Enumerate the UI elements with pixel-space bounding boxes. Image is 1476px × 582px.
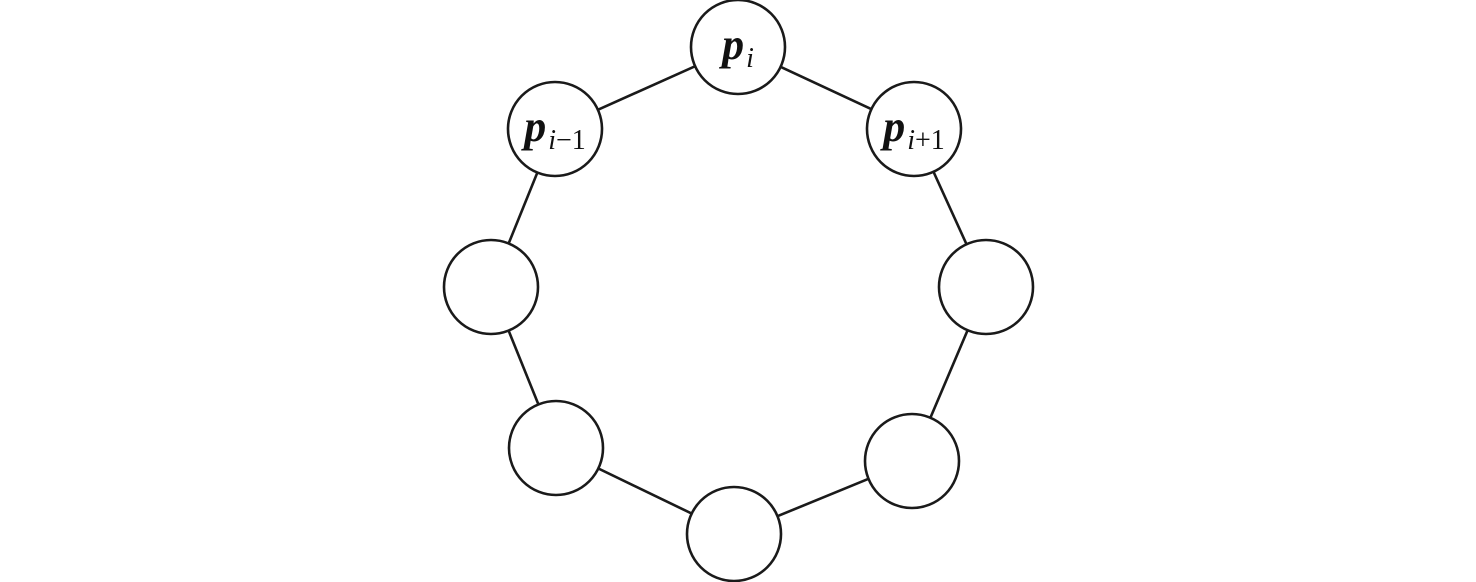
node-label: pi [718,20,754,74]
node-circle [507,399,605,497]
node-left [442,238,540,336]
node-right [937,238,1035,336]
node-top: pi [689,0,787,96]
node-circle [937,238,1035,336]
node-circle [685,485,783,582]
node-label: pi−1 [520,102,586,156]
node-circle [865,80,963,178]
node-bottom-left [507,399,605,497]
node-label: pi+1 [879,102,945,156]
node-top-left: pi−1 [506,80,604,178]
node-circle [863,412,961,510]
node-bottom-right [863,412,961,510]
node-circle [506,80,604,178]
node-bottom [685,485,783,582]
node-circle [442,238,540,336]
node-top-right: pi+1 [865,80,963,178]
node-circle [689,0,787,96]
